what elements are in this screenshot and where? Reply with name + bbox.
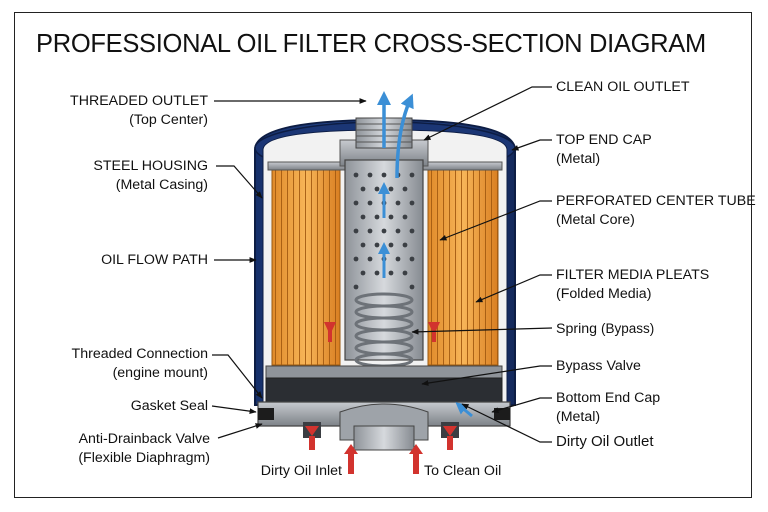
bypass-spring — [354, 292, 414, 368]
diagram-title: PROFESSIONAL OIL FILTER CROSS-SECTION DI… — [36, 30, 706, 58]
label-bottom-end-cap: Bottom End Cap (Metal) — [556, 390, 661, 425]
label-gasket-seal: Gasket Seal — [130, 398, 208, 414]
label-dirty-oil-outlet: Dirty Oil Outlet — [556, 433, 654, 450]
label-clean-oil-outlet: CLEAN OIL OUTLET — [556, 79, 690, 95]
label-dirty-oil-inlet: Dirty Oil Inlet — [260, 463, 342, 479]
label-top-end-cap: TOP END CAP (Metal) — [556, 132, 652, 167]
label-oil-flow-path: OIL FLOW PATH — [101, 252, 208, 268]
label-spring: Spring (Bypass) — [556, 321, 655, 337]
filter-media-pleats — [271, 164, 499, 366]
leader-lines — [211, 86, 553, 443]
label-bypass-valve: Bypass Valve — [556, 358, 641, 374]
dirty-oil-flow-arrows — [305, 322, 457, 474]
label-perforated-center-tube: PERFORATED CENTER TUBE (Metal Core) — [556, 193, 756, 228]
label-threaded-connection: Threaded Connection (engine mount) — [71, 346, 208, 381]
label-threaded-outlet: THREADED OUTLET (Top Center) — [70, 93, 208, 128]
label-filter-media-pleats: FILTER MEDIA PLEATS (Folded Media) — [556, 267, 710, 302]
label-steel-housing: STEEL HOUSING (Metal Casing) — [93, 158, 208, 193]
diagram-frame — [14, 12, 752, 498]
bottom-end-cap — [257, 365, 511, 451]
label-anti-drainback-valve: Anti-Drainback Valve (Flexible Diaphragm… — [78, 431, 210, 466]
label-to-clean-oil: To Clean Oil — [424, 463, 502, 479]
